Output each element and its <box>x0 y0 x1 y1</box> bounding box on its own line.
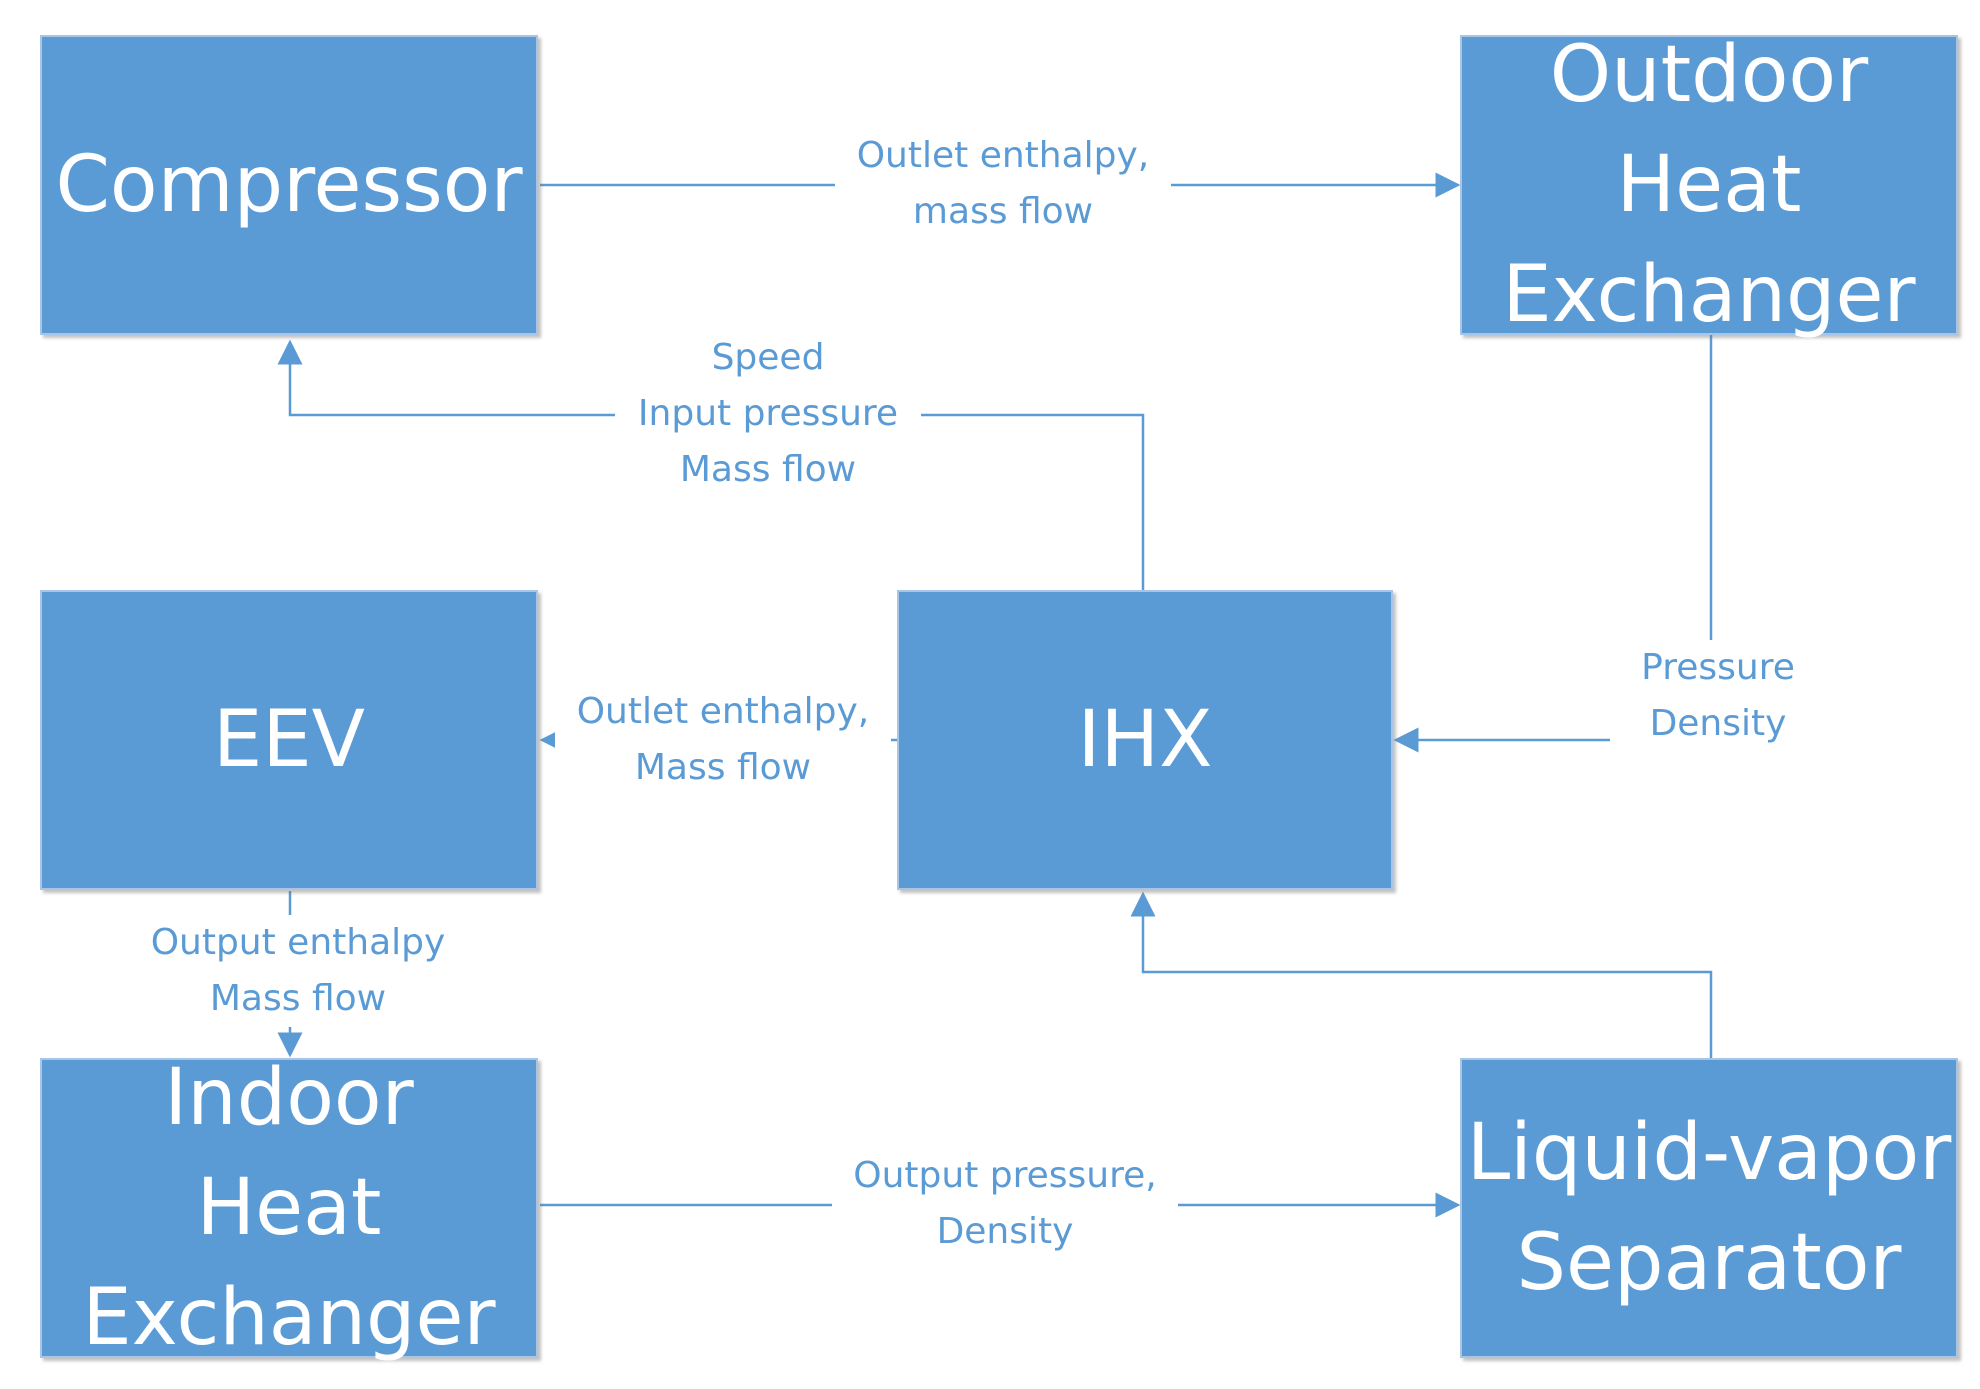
edge-label-compressor-to-outdoor: Outlet enthalpy, mass flow <box>835 128 1171 240</box>
edge-label-ihx-to-eev: Outlet enthalpy, Mass flow <box>555 684 891 796</box>
node-outdoor-heat-exchanger: Outdoor Heat Exchanger <box>1460 30 1958 340</box>
edge-label-eev-to-indoor: Output enthalpy Mass flow <box>125 915 471 1027</box>
node-liquid-vapor-separator-label: Liquid-vapor Separator <box>1466 1108 1952 1308</box>
edge-label-outdoor-to-ihx: Pressure Density <box>1610 640 1826 752</box>
node-outdoor-heat-exchanger-label: Outdoor Heat Exchanger <box>1502 30 1916 340</box>
edge-separator-to-ihx <box>1130 891 1713 1058</box>
node-compressor-label: Compressor <box>55 140 523 230</box>
node-ihx-label: IHX <box>1077 695 1213 785</box>
node-liquid-vapor-separator: Liquid-vapor Separator <box>1460 1058 1958 1358</box>
node-ihx: IHX <box>897 590 1393 890</box>
node-indoor-heat-exchanger: Indoor Heat Exchanger <box>40 1053 538 1363</box>
node-compressor: Compressor <box>40 35 538 335</box>
edge-label-indoor-to-separator: Output pressure, Density <box>832 1148 1178 1260</box>
node-indoor-heat-exchanger-label: Indoor Heat Exchanger <box>82 1053 496 1363</box>
node-eev: EEV <box>40 590 538 890</box>
edge-label-ihx-to-compressor: Speed Input pressure Mass flow <box>615 330 921 498</box>
node-eev-label: EEV <box>213 695 365 785</box>
